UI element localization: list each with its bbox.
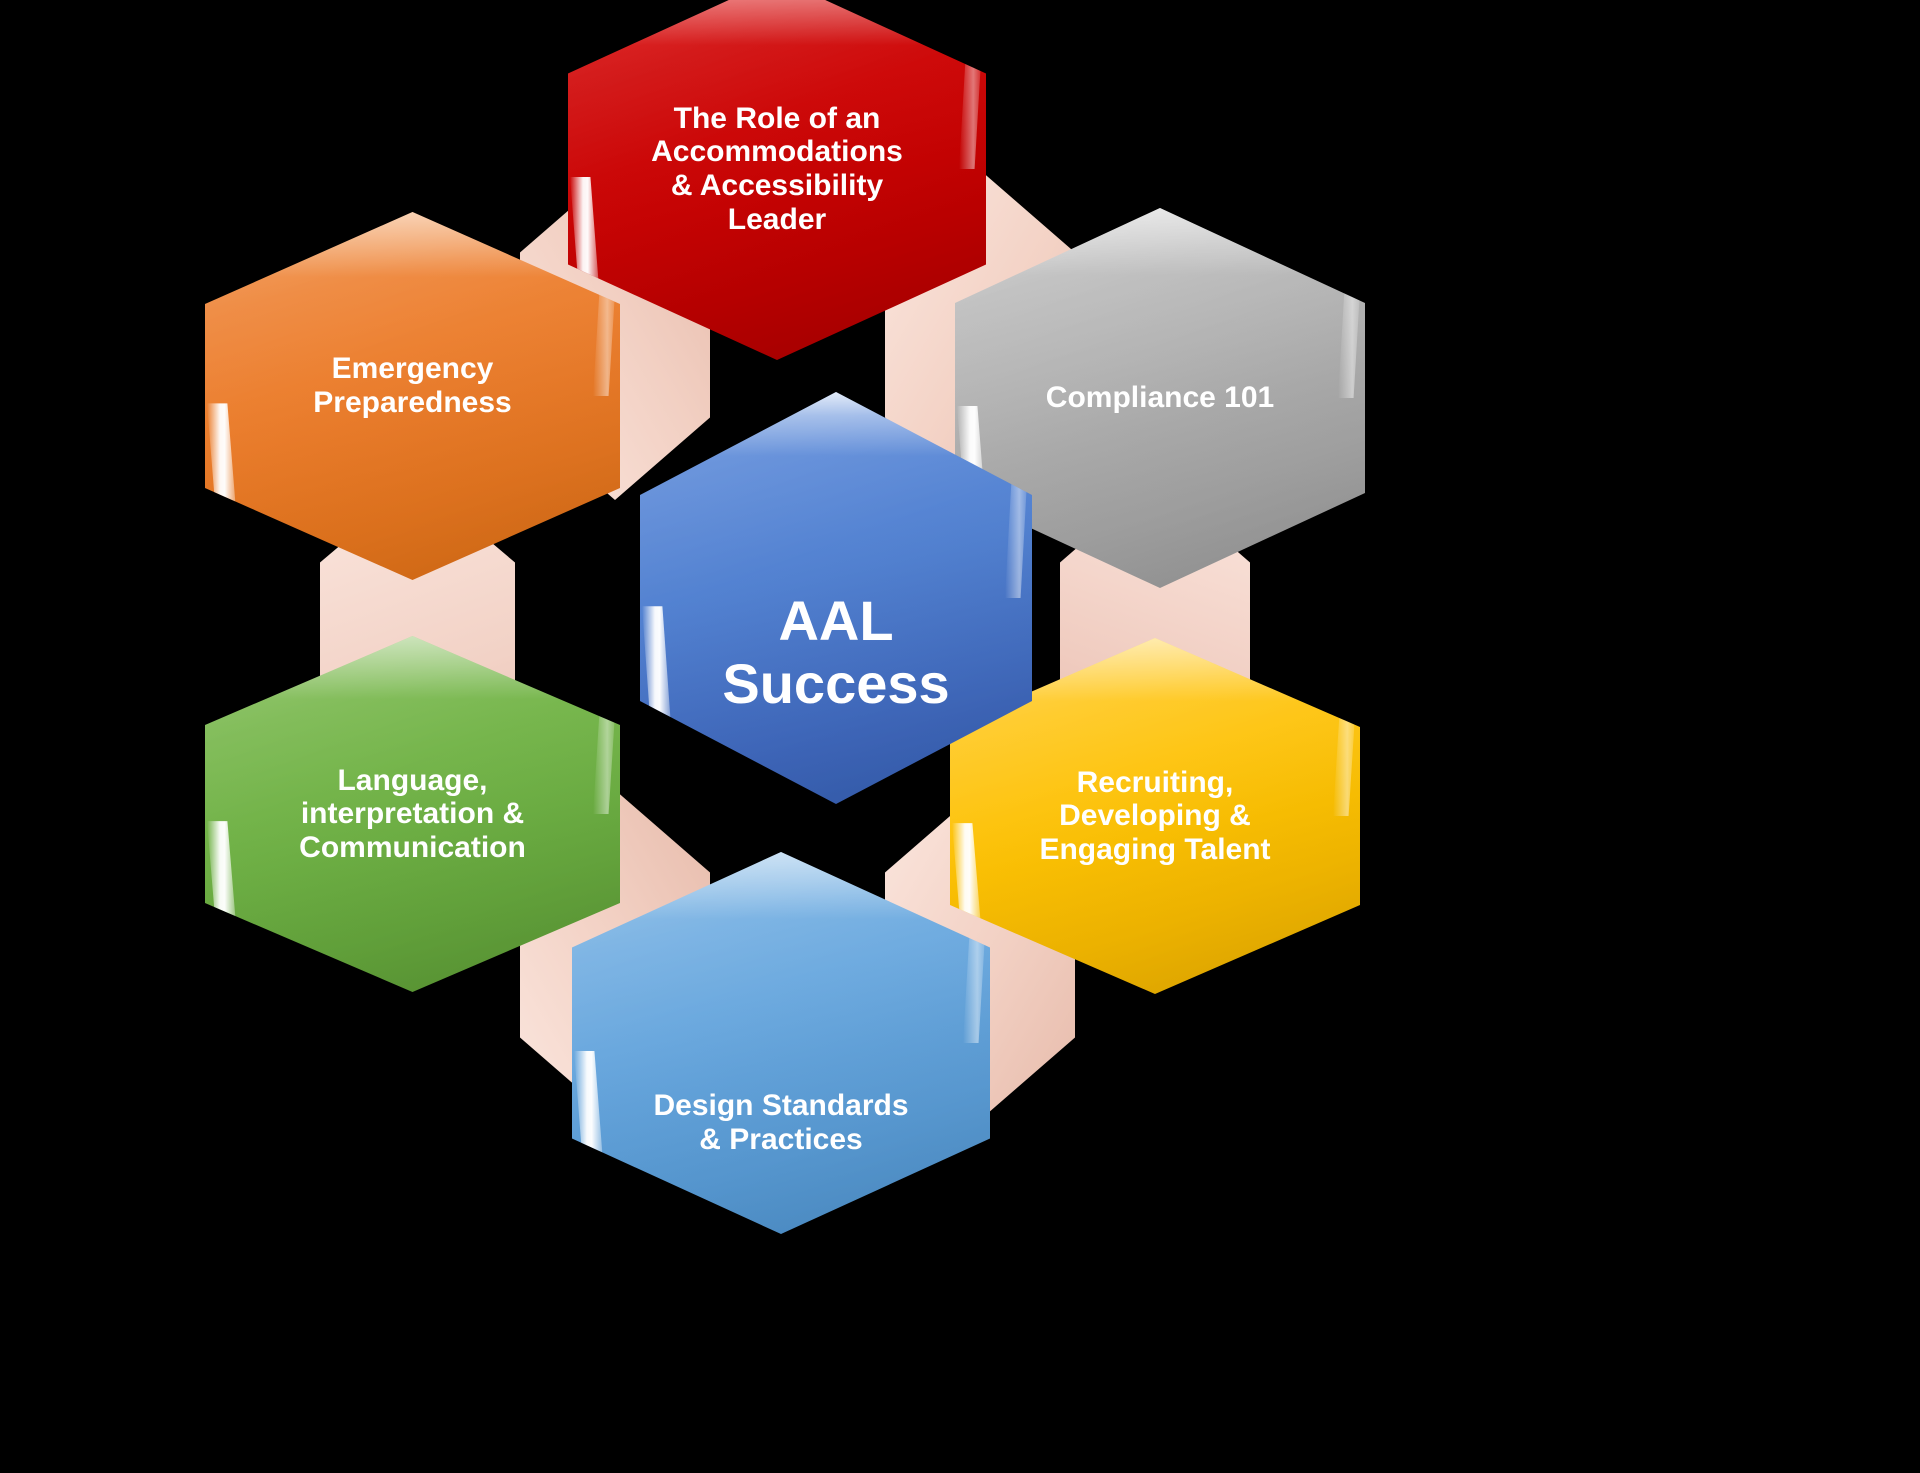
hex-label: The Role of an Accommodations & Accessib… bbox=[651, 101, 903, 236]
hex-label: Design Standards & Practices bbox=[653, 1089, 909, 1156]
hex-bevel-left bbox=[574, 1050, 608, 1227]
hex-label: Language, interpretation & Communication bbox=[299, 763, 526, 864]
hex-bevel-right bbox=[959, 0, 985, 169]
hex-bevel-left bbox=[642, 606, 676, 796]
hex-label: Emergency Preparedness bbox=[313, 352, 512, 419]
hex-bevel-right bbox=[1338, 223, 1364, 398]
hex-bevel-left bbox=[207, 821, 241, 985]
hex-bevel-right bbox=[1333, 652, 1359, 816]
hex-label: Recruiting, Developing & Engaging Talent bbox=[1039, 765, 1271, 866]
hex-center-label: AAL Success bbox=[722, 589, 950, 715]
hex-label: Compliance 101 bbox=[1045, 381, 1275, 415]
hex-bevel-top bbox=[568, 0, 986, 78]
hex-bevel-right bbox=[593, 650, 619, 814]
hex-bevel-top bbox=[205, 636, 620, 729]
hex-bevel-left bbox=[207, 403, 241, 573]
